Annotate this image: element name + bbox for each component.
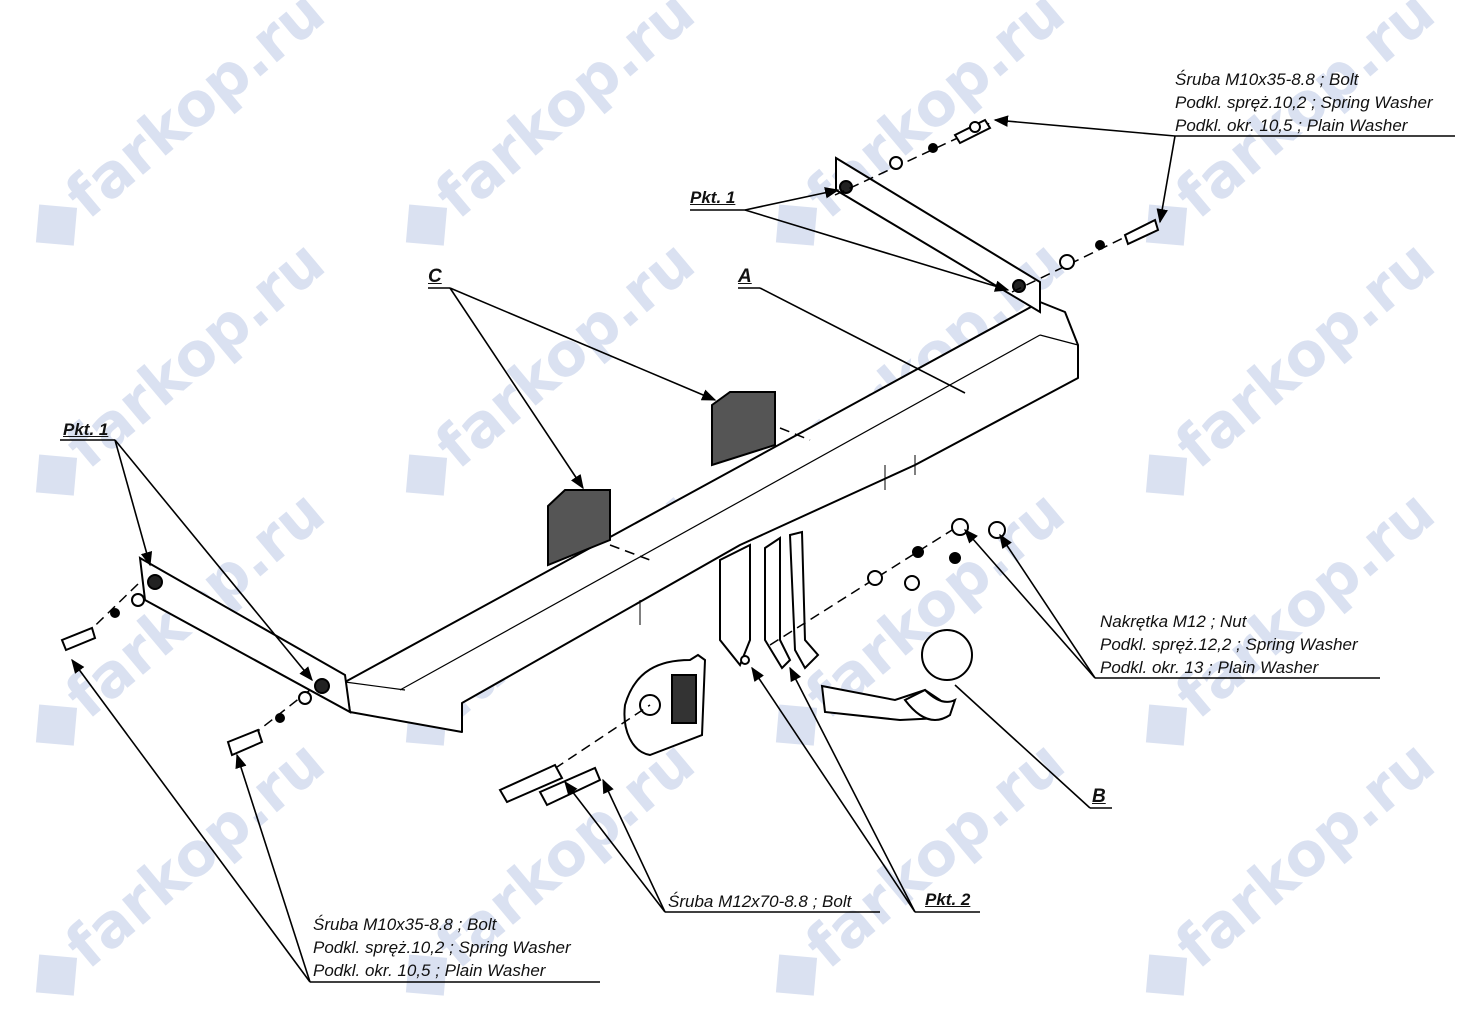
label-line: Podkl. spręż.10,2 ; Spring Washer	[313, 938, 571, 957]
label-line: Podkl. okr. 13 ; Plain Washer	[1100, 658, 1319, 677]
label-a: A	[738, 266, 752, 287]
hitch-mount-plate	[719, 530, 820, 670]
label-line: Podkl. okr. 10,5 ; Plain Washer	[313, 961, 546, 980]
label-bolt-top: Śruba M10x35-8.8 ; Bolt Podkl. spręż.10,…	[1175, 68, 1433, 137]
label-c: C	[428, 266, 442, 287]
rubber-block-c-right	[711, 391, 776, 467]
label-line: Podkl. spręż.12,2 ; Spring Washer	[1100, 635, 1358, 654]
label-line: Podkl. okr. 10,5 ; Plain Washer	[1175, 116, 1408, 135]
label-pkt1-right: Pkt. 1	[690, 188, 736, 207]
label-line: Nakrętka M12 ; Nut	[1100, 612, 1247, 631]
label-bolt-m12: Śruba M12x70-8.8 ; Bolt	[668, 892, 852, 911]
leader-lines	[60, 115, 1455, 983]
label-line: Śruba M10x35-8.8 ; Bolt	[313, 915, 497, 934]
electrical-socket-plate	[623, 653, 707, 757]
label-pkt1-left: Pkt. 1	[63, 420, 109, 439]
rubber-block-c-left	[547, 489, 611, 567]
label-bolt-bottom-left: Śruba M10x35-8.8 ; Bolt Podkl. spręż.10,…	[313, 913, 571, 982]
label-b: B	[1092, 786, 1106, 807]
label-nut-right: Nakrętka M12 ; Nut Podkl. spręż.12,2 ; S…	[1100, 610, 1358, 679]
fastener-axes	[69, 122, 1151, 796]
label-line: Śruba M10x35-8.8 ; Bolt	[1175, 70, 1359, 89]
crossbar-a	[344, 301, 1079, 733]
label-pkt2: Pkt. 2	[925, 890, 971, 909]
label-line: Podkl. spręż.10,2 ; Spring Washer	[1175, 93, 1433, 112]
right-side-bracket	[835, 156, 1041, 314]
fasteners	[60, 118, 1160, 807]
tow-ball-b	[820, 629, 973, 722]
left-side-bracket	[138, 556, 352, 714]
